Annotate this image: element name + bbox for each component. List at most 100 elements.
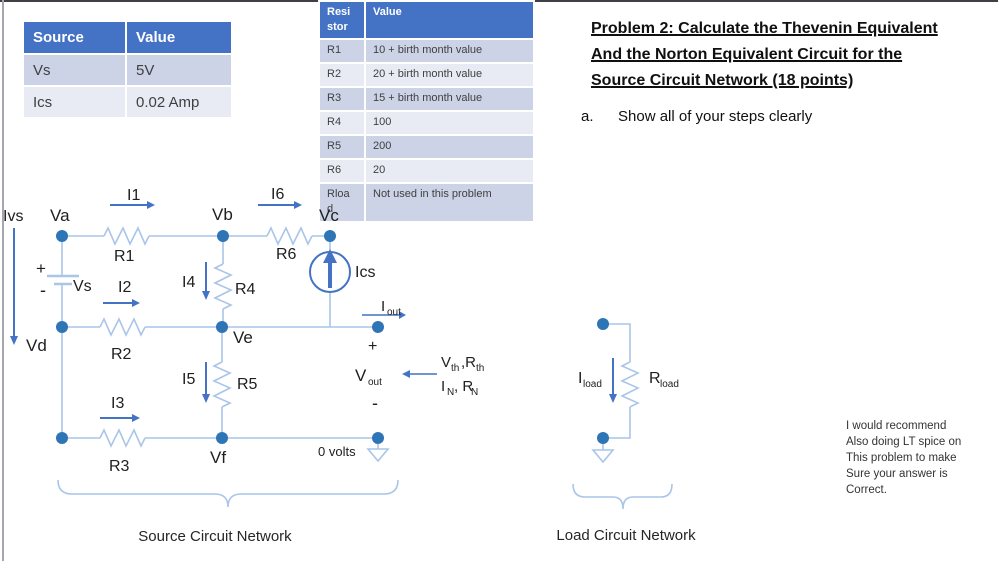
i5-arrowhead	[202, 394, 210, 403]
node-label-ve: Ve	[233, 328, 253, 347]
vout-minus-sign: -	[372, 393, 378, 413]
iload-arrowhead	[609, 394, 617, 403]
list-marker: a.	[581, 108, 594, 125]
label-r5: R5	[237, 376, 258, 393]
table-row: Rload Not used in this problem	[318, 181, 535, 223]
problem-title-line: Source Circuit Network (18 points)	[591, 72, 854, 89]
label-vout-subscript: out	[368, 377, 382, 388]
node-vb	[217, 230, 229, 242]
table-row: R2 20 + birth month value	[318, 61, 535, 88]
label-ivs: Ivs	[3, 208, 23, 225]
label-rth: ,R	[461, 354, 476, 371]
label-r6: R6	[276, 246, 297, 263]
i1-arrowhead	[147, 201, 155, 209]
cell: Vs	[22, 53, 127, 87]
label-r2: R2	[111, 346, 132, 363]
node-label-va: Va	[50, 206, 70, 225]
node-load-top	[597, 318, 609, 330]
label-iload: I	[578, 370, 582, 387]
label-i1: I1	[127, 187, 140, 204]
label-r1: R1	[114, 248, 135, 265]
node-label-vd: Vd	[26, 336, 47, 355]
problem-title-line: Problem 2: Calculate the Thevenin Equiva…	[591, 20, 938, 37]
ground-icon	[591, 449, 615, 464]
label-iload-subscript: load	[583, 379, 602, 390]
note-line: Also doing LT spice on	[846, 436, 962, 448]
table-row: R1 10 + birth month value	[318, 37, 535, 64]
note-line: I would recommend	[846, 420, 947, 432]
header-cell: Resistor	[318, 0, 366, 40]
label-in-subscript: N	[447, 387, 454, 398]
label-r4: R4	[235, 281, 256, 298]
table-row: R5 200	[318, 133, 535, 160]
thevenin-pointer-arrowhead	[402, 370, 410, 378]
cell: Rload	[318, 181, 366, 223]
node-vd	[56, 321, 68, 333]
resistor-r2-symbol	[99, 317, 146, 337]
wire-load-top	[603, 323, 631, 362]
cell: 5V	[125, 53, 233, 87]
source-network-brace	[57, 479, 399, 508]
table-header-row: Resistor Value	[318, 0, 535, 40]
current-source-arrowhead	[323, 249, 337, 263]
label-i6: I6	[271, 186, 284, 203]
label-iout: I	[381, 298, 385, 315]
resistor-r1-symbol	[103, 226, 150, 246]
node-va	[56, 230, 68, 242]
load-network-brace	[572, 483, 673, 510]
label-rn-subscript: N	[471, 387, 478, 398]
cell: Ics	[22, 85, 127, 119]
label-rn: , R	[454, 378, 473, 395]
table-row: Vs 5V	[22, 53, 233, 87]
table-row: Ics 0.02 Amp	[22, 85, 233, 119]
i4-arrowhead	[202, 291, 210, 300]
table-row: R6 20	[318, 157, 535, 184]
cell: Not used in this problem	[364, 181, 535, 223]
label-vth-subscript: th	[451, 363, 459, 374]
label-rth-subscript: th	[476, 363, 484, 374]
table-header-row: Source Value	[22, 20, 233, 55]
cell: R3	[318, 85, 366, 112]
label-in: I	[441, 378, 445, 395]
load-network-caption: Load Circuit Network	[556, 527, 696, 544]
cell: R5	[318, 133, 366, 160]
battery-minus-sign: -	[40, 280, 46, 300]
resistor-r6-symbol	[266, 226, 313, 246]
cell: 200	[364, 133, 535, 160]
cell: 15 + birth month value	[364, 85, 535, 112]
label-r3: R3	[109, 458, 130, 475]
header-cell: Source	[22, 20, 127, 55]
label-vth: V	[441, 354, 451, 371]
label-vs: Vs	[73, 278, 92, 295]
resistor-r4-symbol	[213, 263, 233, 310]
label-i3: I3	[111, 395, 124, 412]
node-label-vb: Vb	[212, 205, 233, 224]
cell: 20	[364, 157, 535, 184]
node-vf	[216, 432, 228, 444]
i3-arrowhead	[132, 414, 140, 422]
wire-load-bottom	[603, 407, 631, 439]
i2-arrowhead	[132, 299, 140, 307]
note-line: This problem to make	[846, 452, 957, 464]
label-vout: V	[355, 366, 367, 385]
battery-plus-sign: +	[36, 259, 46, 278]
node-label-vf: Vf	[210, 448, 226, 467]
node-load-bottom	[597, 432, 609, 444]
iout-arrowhead	[399, 311, 406, 319]
cell: 10 + birth month value	[364, 37, 535, 64]
table-row: R3 15 + birth month value	[318, 85, 535, 112]
cell: R1	[318, 37, 366, 64]
cell: R4	[318, 109, 366, 136]
cell: 0.02 Amp	[125, 85, 233, 119]
resistor-r5-symbol	[212, 361, 232, 408]
label-ics: Ics	[355, 264, 375, 281]
problem-title-line: And the Norton Equivalent Circuit for th…	[591, 46, 903, 63]
slide-left-border	[2, 0, 4, 561]
node-vc	[324, 230, 336, 242]
problem-step-a: a.Show all of your steps clearly	[581, 107, 991, 127]
label-iout-subscript: out	[387, 307, 401, 318]
cell: R6	[318, 157, 366, 184]
node-output-plus	[372, 321, 384, 333]
note-line: Sure your answer is	[846, 468, 948, 480]
